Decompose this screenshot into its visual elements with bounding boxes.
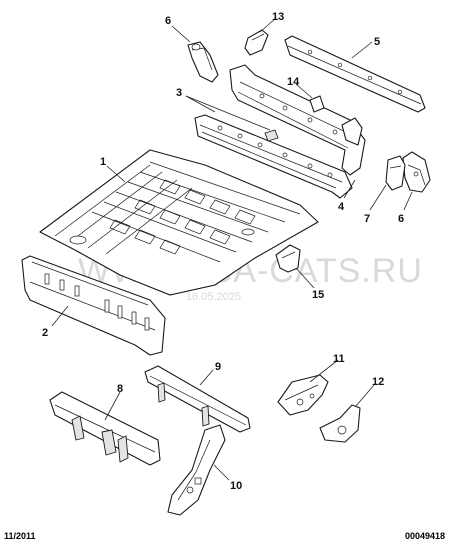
callout-6-top: 6 [165,15,171,27]
callout-7: 7 [364,213,370,225]
part-3-side-member [194,114,353,199]
callout-12: 12 [372,376,384,388]
part-9-transverse-bar [144,365,251,433]
callout-1: 1 [100,156,106,168]
part-14-stud [309,95,325,113]
part-6-bracket-right [402,151,431,193]
callout-10: 10 [230,480,242,492]
part-7-closing-plate [385,155,406,191]
leader-lines [51,17,413,481]
callout-5: 5 [374,36,380,48]
part-11-mounting-bracket [277,374,329,416]
callout-14: 14 [287,76,300,88]
footer-date: 11/2011 [4,531,36,541]
callout-4: 4 [338,201,345,213]
part-15-support [275,244,301,273]
part-12-gusset [319,404,361,443]
callout-15: 15 [312,289,324,301]
footer-reference: 00049418 [405,531,445,541]
callout-2: 2 [42,327,48,339]
watermark-date: 16.05.2025 [186,291,241,303]
part-4-side-member [229,64,366,176]
callout-11: 11 [333,353,345,365]
callout-13: 13 [272,11,284,23]
part-10-lower-bracket [167,424,226,516]
callout-9: 9 [215,361,221,373]
callout-6-right: 6 [398,213,404,225]
part-13-clip [244,29,269,56]
part-5-cross-member [284,35,426,113]
part-8-reinforcement [49,391,161,466]
callout-8: 8 [117,383,123,395]
callout-3: 3 [176,87,182,99]
part-1-rear-floor [39,149,319,296]
part-6-bracket-top [187,41,219,83]
part-2-rear-skirt [21,255,166,356]
